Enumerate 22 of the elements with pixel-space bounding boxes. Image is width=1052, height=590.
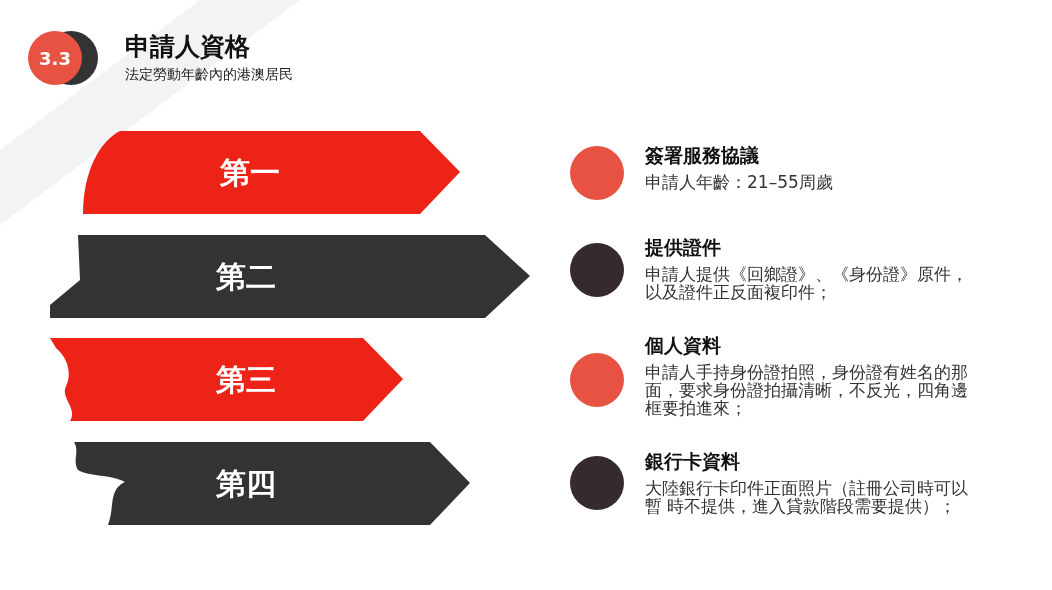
item-heading: 簽署服務協議	[645, 146, 760, 166]
item-heading: 個人資料	[645, 336, 722, 356]
item-description: 大陸銀行卡印件正面照片（註冊公司時可以暫 時不提供，進入貸款階段需要提供）；	[645, 480, 969, 516]
arrow-banner	[48, 235, 532, 318]
section-number-badge: 3.3	[28, 31, 82, 85]
item-description: 申請人年齡：21–55周歲	[645, 174, 834, 192]
bullet-dot	[570, 243, 624, 297]
item-heading: 銀行卡資料	[645, 452, 741, 472]
bullet-dot	[570, 456, 624, 510]
bullet-dot	[570, 353, 624, 407]
step-label: 第四	[216, 465, 276, 503]
bullet-dot	[570, 146, 624, 200]
item-heading: 提供證件	[645, 238, 722, 258]
arrow-banner	[48, 338, 405, 421]
step-label: 第一	[220, 154, 280, 192]
item-description: 申請人手持身份證拍照，身份證有姓名的那面，要求身份證拍攝清晰，不反光，四角邊框要拍進來；	[645, 364, 969, 418]
arrow-banner	[80, 131, 462, 214]
section-subtitle: 法定勞動年齡內的港澳居民	[125, 66, 293, 84]
item-description: 申請人提供《回鄉證》、《身份證》原件，以及證件正反面複印件；	[645, 266, 969, 302]
section-title: 申請人資格	[125, 31, 250, 63]
step-label: 第二	[216, 258, 276, 296]
step-label: 第三	[216, 361, 276, 399]
